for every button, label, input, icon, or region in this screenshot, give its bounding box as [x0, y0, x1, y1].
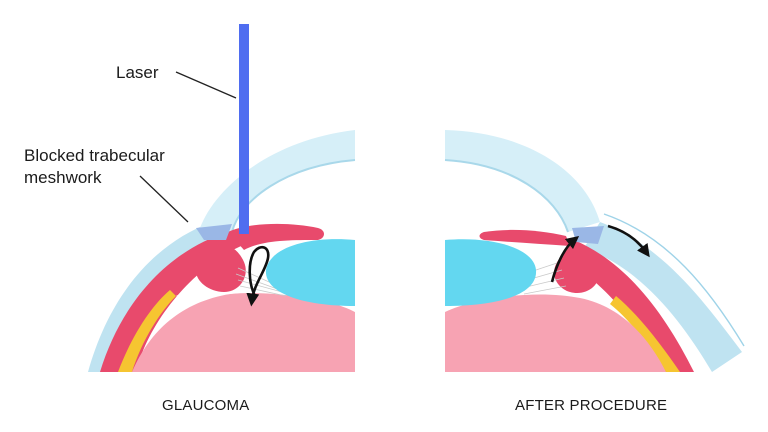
trabecular-meshwork-right	[572, 226, 604, 244]
laser-leader	[175, 71, 237, 99]
retina	[118, 290, 176, 372]
iris	[228, 223, 324, 250]
meshwork-leader	[139, 175, 189, 223]
ciliary-body-right	[554, 251, 600, 294]
vitreous	[132, 292, 355, 372]
ciliary-body	[195, 243, 246, 292]
cornea-inner-edge-right	[444, 159, 569, 233]
flow-loop-arrow	[246, 245, 270, 307]
lens	[265, 239, 355, 306]
outflow-arrow-up	[550, 235, 580, 283]
caption-after-procedure: AFTER PROCEDURE	[515, 397, 667, 414]
outflow-arrow-out	[607, 224, 650, 258]
blocked-meshwork-label-line2: meshwork	[24, 168, 102, 187]
vitreous-right	[445, 294, 666, 372]
lens-right	[445, 239, 537, 306]
blocked-meshwork-label-line1: Blocked trabecular	[24, 146, 165, 165]
after-procedure-eye	[444, 130, 745, 372]
sclera-outer-line-right	[603, 213, 745, 347]
cornea-inner-edge	[231, 159, 356, 233]
sclera-outer-right	[584, 222, 742, 372]
trabecular-meshwork	[196, 224, 232, 240]
caption-glaucoma: GLAUCOMA	[162, 397, 249, 414]
laser-beam	[239, 24, 249, 234]
iris-right	[479, 229, 570, 246]
retina-right	[610, 296, 680, 372]
laser-label: Laser	[116, 63, 159, 82]
glaucoma-eye	[88, 24, 356, 372]
